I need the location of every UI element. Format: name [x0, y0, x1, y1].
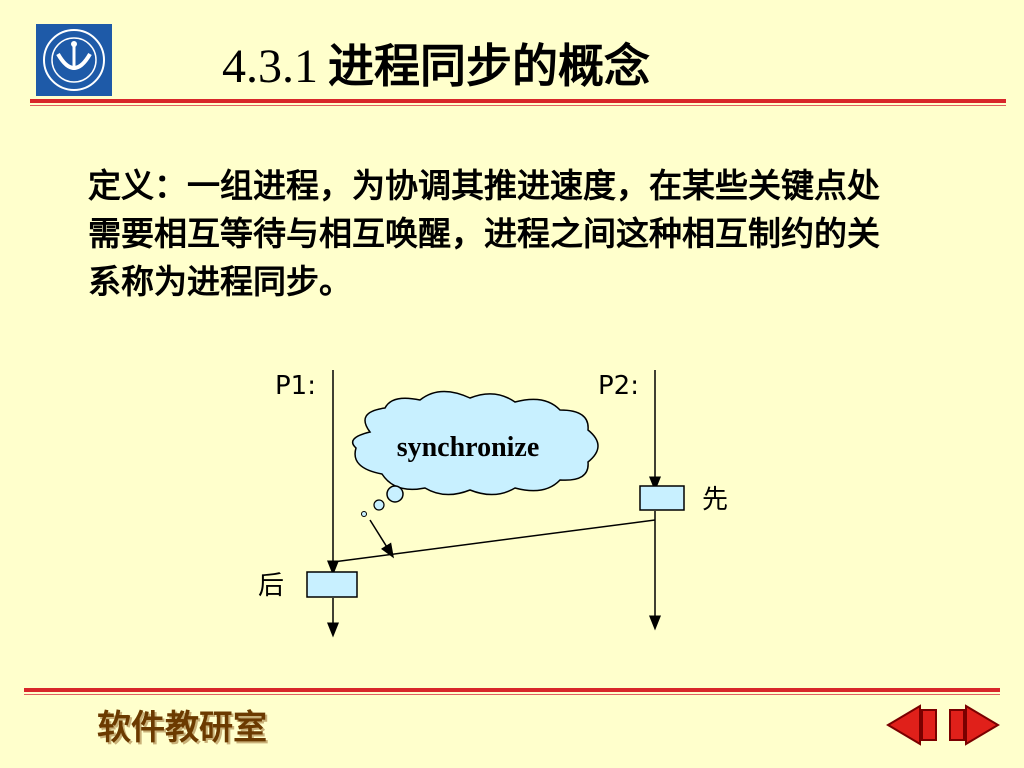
next-slide-button[interactable]: [946, 704, 1000, 746]
footer-label: 软件教研室: [97, 708, 267, 748]
header-divider: [30, 99, 1006, 103]
section-number: 4.3.1: [222, 40, 318, 93]
thought-bubble-medium: [373, 499, 385, 511]
footer-divider: [24, 688, 1000, 692]
university-logo: [36, 24, 112, 96]
p1-later-box: [306, 571, 358, 598]
definition-text: 定义：一组进程，为协调其推进速度，在某些关键点处需要相互等待与相互唤醒，进程之间…: [88, 166, 880, 301]
chevron-left-icon: [886, 704, 937, 746]
p1-label: P1:: [275, 371, 316, 401]
p2-first-box: [639, 485, 685, 511]
thought-bubble-small: [361, 511, 367, 517]
p2-label: P2:: [598, 371, 639, 401]
pointer-arrow: [369, 519, 394, 559]
title-text: 进程同步的概念: [328, 39, 650, 93]
sync-signal-line: [332, 519, 656, 563]
cloud-label: synchronize: [397, 432, 540, 463]
thought-bubble-large: [386, 485, 404, 503]
footer-divider-thin: [24, 694, 1000, 695]
first-label: 先: [702, 485, 728, 515]
chevron-right-icon: [949, 704, 1000, 746]
synchronize-cloud: [352, 390, 599, 496]
prev-slide-button[interactable]: [886, 704, 940, 746]
later-label: 后: [258, 571, 284, 601]
header-divider-thin: [30, 105, 1006, 106]
